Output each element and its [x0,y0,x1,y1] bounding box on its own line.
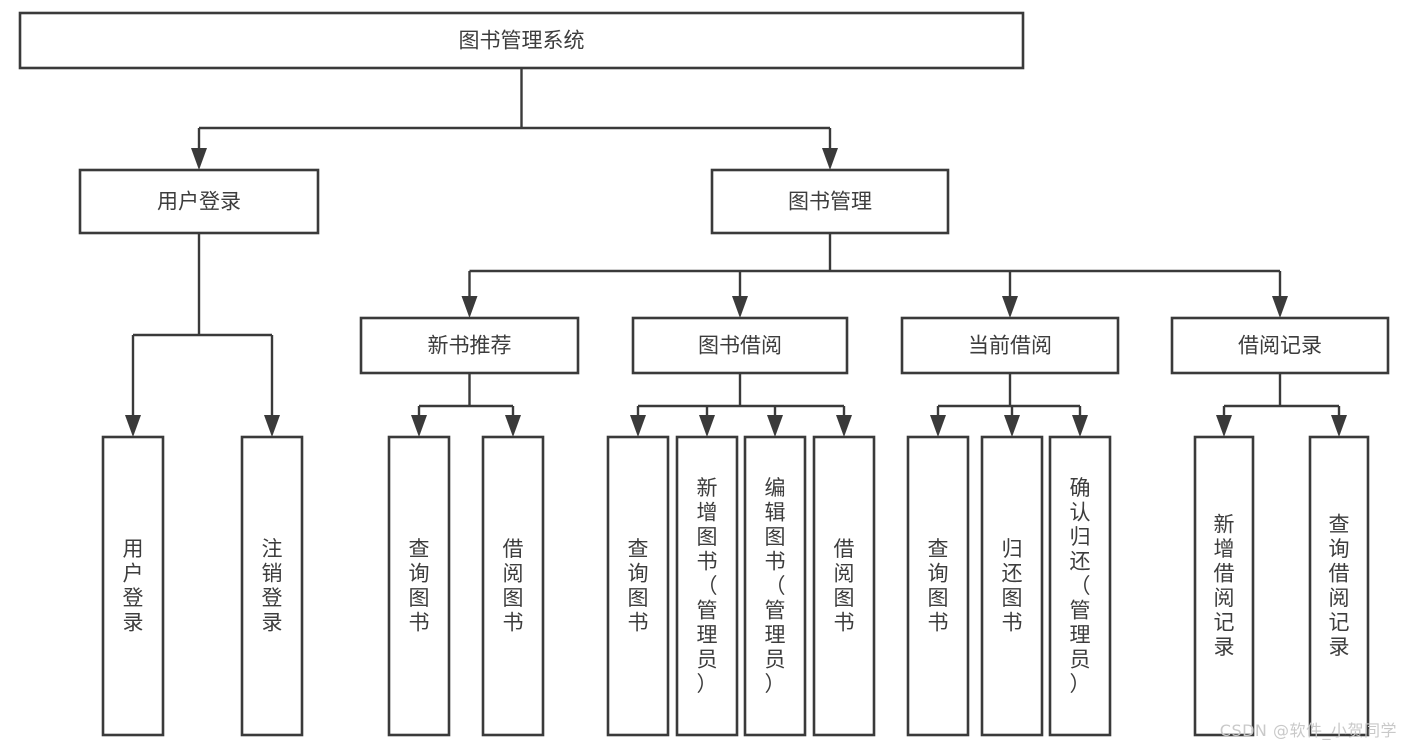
node-query-book-current-label: 查询图书 [928,537,949,635]
node-query-book-current[interactable]: 查询图书 [906,435,970,737]
node-return-book[interactable]: 归还图书 [980,435,1044,737]
connector-group-root [191,68,838,170]
node-current-borrow-box [900,316,1120,375]
arrow-head-icon [461,296,478,318]
arrow-head-icon [732,296,748,318]
connector-group-book-borrow [630,373,852,437]
arrow-head-icon [699,415,715,437]
arrow-head-icon [1004,415,1020,437]
node-query-book-borrow-box [606,435,670,737]
node-confirm-return-admin-label: 确认归还（管理员） [1070,476,1091,696]
node-borrow-book-recommend[interactable]: 借阅图书 [481,435,545,737]
arrow-head-icon [505,415,521,437]
node-add-borrow-record[interactable]: 新增借阅记录 [1193,435,1255,737]
node-query-borrow-record-box [1308,435,1370,737]
node-query-book-recommend-label: 查询图书 [409,537,430,635]
node-query-borrow-record[interactable]: 查询借阅记录 [1308,435,1370,737]
node-borrow-record-label: 借阅记录 [1238,334,1322,358]
node-root[interactable]: 图书管理系统 [18,11,1025,70]
node-new-book-recommend-label: 新书推荐 [428,334,512,358]
node-query-book-borrow-label: 查询图书 [628,537,649,635]
node-add-borrow-record-box [1193,435,1255,737]
node-add-book-admin-box [675,435,739,737]
node-borrow-book-label: 借阅图书 [834,537,855,635]
arrow-head-icon [411,415,427,437]
node-confirm-return-admin-box [1048,435,1112,737]
node-root-box [18,11,1025,70]
node-book-borrow-box [631,316,849,375]
node-book-manage-label: 图书管理 [788,190,872,214]
arrow-head-icon [1272,296,1288,318]
node-book-manage[interactable]: 图书管理 [710,168,950,235]
node-user-logout-leaf[interactable]: 注销登录 [240,435,304,737]
arrow-head-icon [930,415,946,437]
node-borrow-record[interactable]: 借阅记录 [1170,316,1390,375]
node-borrow-record-box [1170,316,1390,375]
node-book-manage-box [710,168,950,235]
node-add-book-admin-label: 新增图书（管理员） [697,476,718,696]
connector-layer [125,68,1347,437]
node-book-borrow[interactable]: 图书借阅 [631,316,849,375]
node-query-book-recommend-box [387,435,451,737]
node-root-label: 图书管理系统 [459,29,585,53]
arrow-head-icon [1072,415,1088,437]
node-new-book-recommend[interactable]: 新书推荐 [359,316,580,375]
node-add-borrow-record-label: 新增借阅记录 [1214,513,1235,660]
node-book-borrow-label: 图书借阅 [698,334,782,358]
node-user-logout-leaf-label: 注销登录 [262,537,283,635]
node-query-borrow-record-label: 查询借阅记录 [1329,513,1350,660]
node-borrow-book-box [812,435,876,737]
arrow-head-icon [822,148,838,170]
node-return-book-label: 归还图书 [1002,537,1023,635]
node-user-login-label: 用户登录 [157,190,241,214]
node-new-book-recommend-box [359,316,580,375]
node-user-login-leaf-label: 用户登录 [123,537,144,635]
arrow-head-icon [1002,296,1018,318]
connector-group-borrow-record [1216,373,1347,437]
node-query-book-current-box [906,435,970,737]
connector-group-current-borrow [930,373,1088,437]
connector-group-new-book-recommend [411,373,521,437]
node-edit-book-admin-box [743,435,807,737]
node-user-login-box [78,168,320,235]
node-layer: 图书管理系统用户登录图书管理新书推荐图书借阅当前借阅借阅记录用户登录注销登录查询… [18,11,1390,737]
arrow-head-icon [630,415,646,437]
node-query-book-recommend[interactable]: 查询图书 [387,435,451,737]
node-return-book-box [980,435,1044,737]
arrow-head-icon [191,148,207,170]
node-borrow-book-recommend-box [481,435,545,737]
node-user-login[interactable]: 用户登录 [78,168,320,235]
arrow-head-icon [1331,415,1347,437]
arrow-head-icon [767,415,783,437]
arrow-head-icon [836,415,852,437]
node-edit-book-admin-label: 编辑图书（管理员） [765,476,786,696]
connector-group-book-manage [461,233,1288,318]
arrow-head-icon [1216,415,1232,437]
node-user-login-leaf-box [101,435,165,737]
node-user-login-leaf[interactable]: 用户登录 [101,435,165,737]
node-borrow-book-recommend-label: 借阅图书 [503,537,524,635]
connector-group-user-login [125,233,280,437]
node-add-book-admin[interactable]: 新增图书（管理员） [675,435,739,737]
node-query-book-borrow[interactable]: 查询图书 [606,435,670,737]
arrow-head-icon [264,415,280,437]
node-current-borrow[interactable]: 当前借阅 [900,316,1120,375]
node-confirm-return-admin[interactable]: 确认归还（管理员） [1048,435,1112,737]
node-current-borrow-label: 当前借阅 [968,334,1052,358]
node-user-logout-leaf-box [240,435,304,737]
node-edit-book-admin[interactable]: 编辑图书（管理员） [743,435,807,737]
arrow-head-icon [125,415,141,437]
node-borrow-book[interactable]: 借阅图书 [812,435,876,737]
